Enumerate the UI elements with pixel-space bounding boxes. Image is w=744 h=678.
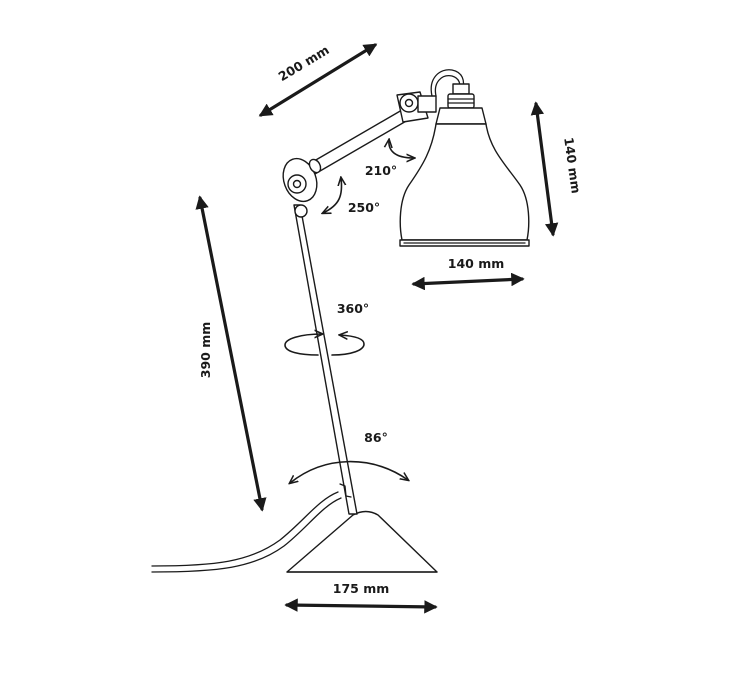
base-width-label: 175 mm <box>333 581 390 596</box>
power-cable <box>151 491 339 567</box>
shade-rotation-arrow <box>389 140 414 158</box>
shade-height-dimension-line <box>530 101 559 237</box>
stem-rotation-label: 360° <box>337 301 369 316</box>
base-cone <box>286 510 438 573</box>
shade-height-label: 140 mm <box>561 136 584 194</box>
socket <box>435 83 487 125</box>
rotation-arrows <box>284 140 414 483</box>
shade-width-label: 140 mm <box>448 256 505 271</box>
base-tilt-arrow <box>290 460 408 483</box>
arm-length-dimension-line <box>258 43 378 117</box>
top-joint <box>396 91 437 123</box>
elbow-rotation-arrow <box>323 178 342 213</box>
shade-width-dimension-line <box>411 272 525 291</box>
shade-angle-label: 210° <box>365 163 397 178</box>
stem-height-dimension-line <box>195 195 267 512</box>
stem <box>293 204 358 515</box>
lamp-shade <box>399 123 530 247</box>
base-tilt-label: 86° <box>364 430 388 445</box>
dimension-lines <box>195 43 559 614</box>
stem-height-label: 390 mm <box>198 322 213 379</box>
elbow-joint <box>282 157 322 218</box>
stem-rotation-arrow <box>284 334 322 356</box>
lamp-illustration <box>151 69 530 573</box>
base-width-dimension-line <box>284 598 438 614</box>
elbow-angle-label: 250° <box>348 200 380 215</box>
